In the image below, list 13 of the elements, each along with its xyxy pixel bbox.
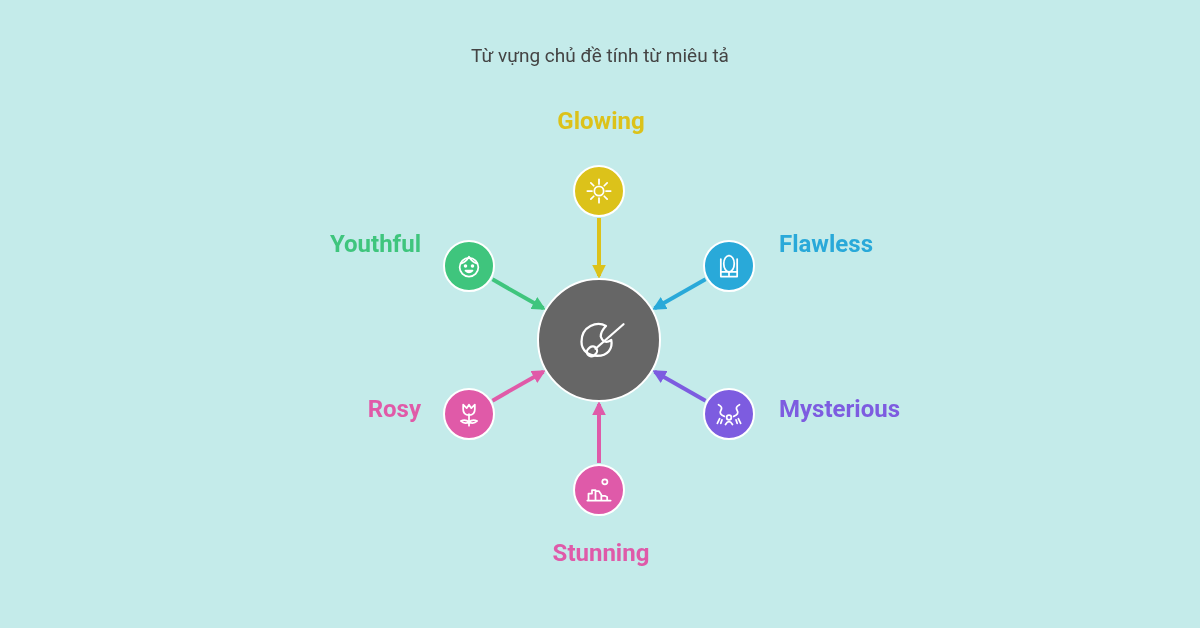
arrow [491, 277, 546, 311]
arrow [491, 369, 546, 403]
node-label: Flawless [779, 230, 873, 258]
node-label: Rosy [367, 395, 421, 423]
node-label: Glowing [557, 107, 645, 135]
node-label: Mysterious [779, 395, 900, 423]
diagram-title: Từ vựng chủ đề tính từ miêu tả [470, 44, 730, 67]
arrow [592, 218, 606, 279]
node-label: Youthful [329, 230, 421, 258]
arrow [652, 369, 707, 403]
arrow [652, 277, 707, 311]
node-label: Stunning [552, 539, 650, 567]
arrow [592, 401, 606, 463]
